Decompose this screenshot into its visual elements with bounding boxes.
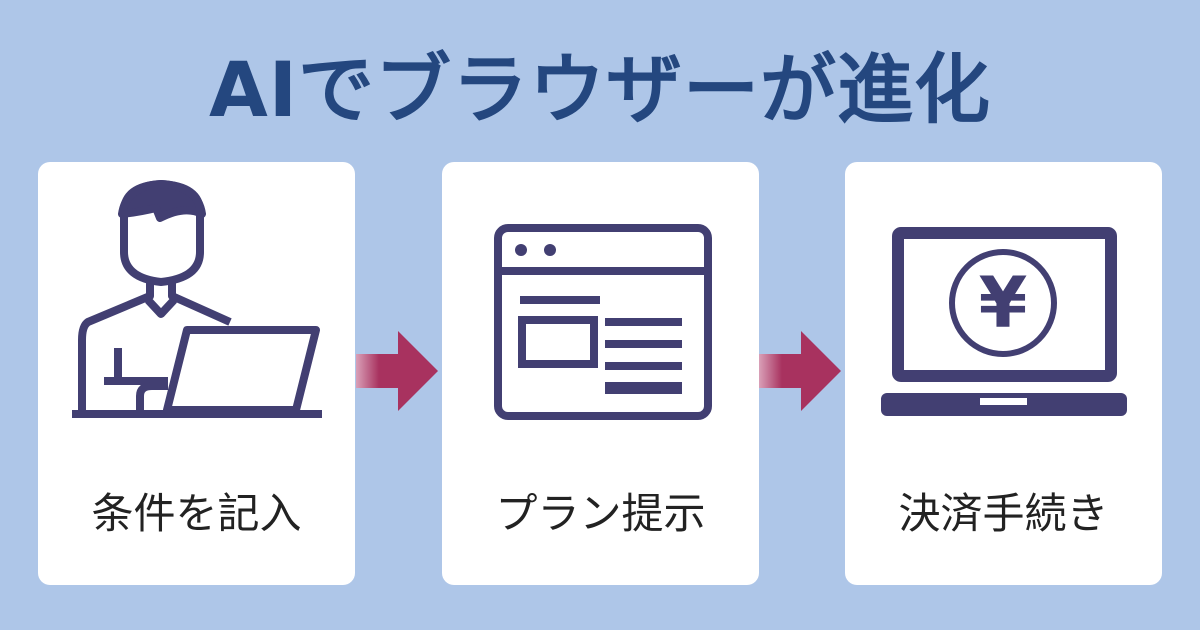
person-laptop-icon xyxy=(72,180,322,418)
yen-symbol: ¥ xyxy=(979,262,1028,344)
arrow-right-icon xyxy=(759,331,841,411)
page-title: AIでブラウザーが進化 xyxy=(208,45,992,134)
step-label: 決済手続き xyxy=(898,489,1109,538)
step-label: プラン提示 xyxy=(495,489,706,538)
arrow-right-icon xyxy=(356,331,438,411)
browser-window-icon xyxy=(494,224,712,420)
step-label: 条件を記入 xyxy=(91,489,302,538)
laptop-yen-icon: ¥ xyxy=(881,227,1127,416)
